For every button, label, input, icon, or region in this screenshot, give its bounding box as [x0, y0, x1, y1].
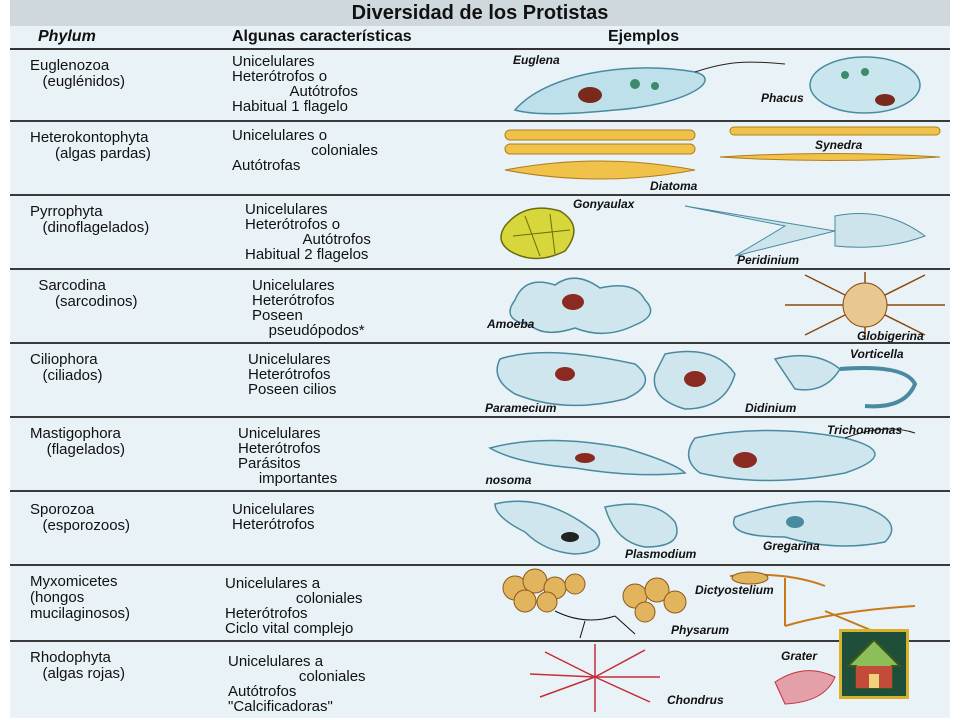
- table-row: Heterokontophyta (algas pardas) Unicelul…: [10, 122, 950, 196]
- table-row: Rhodophyta (algas rojas) Unicelulares a …: [10, 642, 950, 718]
- example-label-physarum: Physarum: [671, 623, 729, 637]
- diatom-illustration: Synedra Diatoma: [504, 126, 941, 193]
- amoeba-illustration: Amoeba Globigerina: [486, 272, 945, 342]
- phylum-cell: Myxomicetes (hongos mucilaginosos): [30, 573, 131, 622]
- characteristics-cell: Unicelulares Heterótrofos o Autótrofos H…: [232, 53, 358, 115]
- table-row: Myxomicetes (hongos mucilaginosos) Unice…: [10, 566, 950, 642]
- example-label-grater: Grater: [781, 649, 818, 663]
- home-icon: [845, 638, 903, 689]
- characteristics-cell: Unicelulares Heterótrofos Poseen pseudóp…: [252, 277, 365, 339]
- table-header: Phylum Algunas características Ejemplos: [10, 26, 950, 50]
- table-row: Sarcodina (sarcodinos) Unicelulares Hete…: [10, 270, 950, 344]
- example-label-gonyaulax: Gonyaulax: [573, 197, 636, 211]
- example-label-paramecium: Paramecium: [485, 401, 557, 415]
- sporozoan-illustration: Plasmodium Gregarina: [494, 500, 893, 561]
- slime-mold-illustration: Dictyostelium Physarum: [502, 568, 916, 639]
- phylum-cell: Mastigophora (flagelados): [30, 425, 126, 458]
- example-label-peridinium: Peridinium: [737, 253, 799, 267]
- example-label-globigerina: Globigerina: [857, 329, 924, 342]
- home-button[interactable]: [839, 629, 909, 699]
- characteristics-cell: Unicelulares a coloniales Autótrofos "Ca…: [228, 653, 366, 715]
- example-label-diatoma: Diatoma: [650, 179, 698, 193]
- example-label-trichomonas: Trichomonas: [827, 423, 902, 437]
- phylum-cell: Sporozoa (esporozoos): [30, 501, 131, 534]
- phylum-cell: Pyrrophyta (dinoflagelados): [30, 203, 150, 236]
- ciliate-illustration: Paramecium Didinium Vorticella: [485, 347, 918, 415]
- phylum-cell: Rhodophyta (algas rojas): [30, 649, 126, 682]
- example-label-didinium: Didinium: [745, 401, 797, 415]
- characteristics-cell: Unicelulares Heterótrofos o Autótrofos H…: [245, 201, 371, 263]
- example-label-euglena: Euglena: [513, 53, 560, 67]
- table-row: Euglenozoa (euglénidos) Unicelulares Het…: [10, 50, 950, 122]
- header-ejemplos: Ejemplos: [608, 28, 680, 45]
- header-caracteristicas: Algunas características: [232, 28, 412, 45]
- example-label-chondrus: Chondrus: [667, 693, 724, 707]
- red-algae-illustration: Grater Chondrus: [529, 644, 836, 712]
- example-label-plasmodium: Plasmodium: [625, 547, 697, 561]
- table-row: Mastigophora (flagelados) Unicelulares H…: [10, 418, 950, 492]
- characteristics-cell: Unicelulares a coloniales Heterótrofos C…: [225, 575, 363, 637]
- example-label-gregarina: Gregarina: [763, 539, 820, 553]
- characteristics-cell: Unicelulares o coloniales Autótrofas: [232, 127, 378, 174]
- page-title: Diversidad de los Protistas: [10, 0, 950, 26]
- characteristics-cell: Unicelulares Heterótrofos: [232, 501, 315, 533]
- example-label-trypanosoma: Trypanosoma: [485, 473, 532, 487]
- flagellate-illustration: Trypanosoma Trichomonas: [485, 423, 916, 487]
- dinoflagellate-illustration: Gonyaulax Peridinium: [500, 197, 927, 267]
- phylum-cell: Ciliophora (ciliados): [30, 351, 103, 384]
- table-row: Sporozoa (esporozoos) Unicelulares Heter…: [10, 492, 950, 566]
- phylum-cell: Euglenozoa (euglénidos): [30, 57, 126, 90]
- phylum-cell: Heterokontophyta (algas pardas): [30, 129, 151, 162]
- characteristics-cell: Unicelulares Heterótrofos Parásitos impo…: [238, 425, 338, 487]
- example-label-synedra: Synedra: [815, 138, 863, 152]
- example-label-amoeba: Amoeba: [486, 317, 535, 331]
- header-phylum: Phylum: [38, 28, 96, 45]
- example-label-vorticella: Vorticella: [850, 347, 904, 361]
- table-row: Ciliophora (ciliados) Unicelulares Heter…: [10, 344, 950, 418]
- phylum-cell: Sarcodina (sarcodinos): [38, 277, 138, 310]
- table-row: Pyrrophyta (dinoflagelados) Unicelulares…: [10, 196, 950, 270]
- example-label-dictyostelium: Dictyostelium: [695, 583, 774, 597]
- example-label-phacus: Phacus: [761, 91, 804, 105]
- euglena-illustration: Euglena Phacus: [513, 53, 921, 115]
- characteristics-cell: Unicelulares Heterótrofos Poseen cilios: [248, 351, 337, 398]
